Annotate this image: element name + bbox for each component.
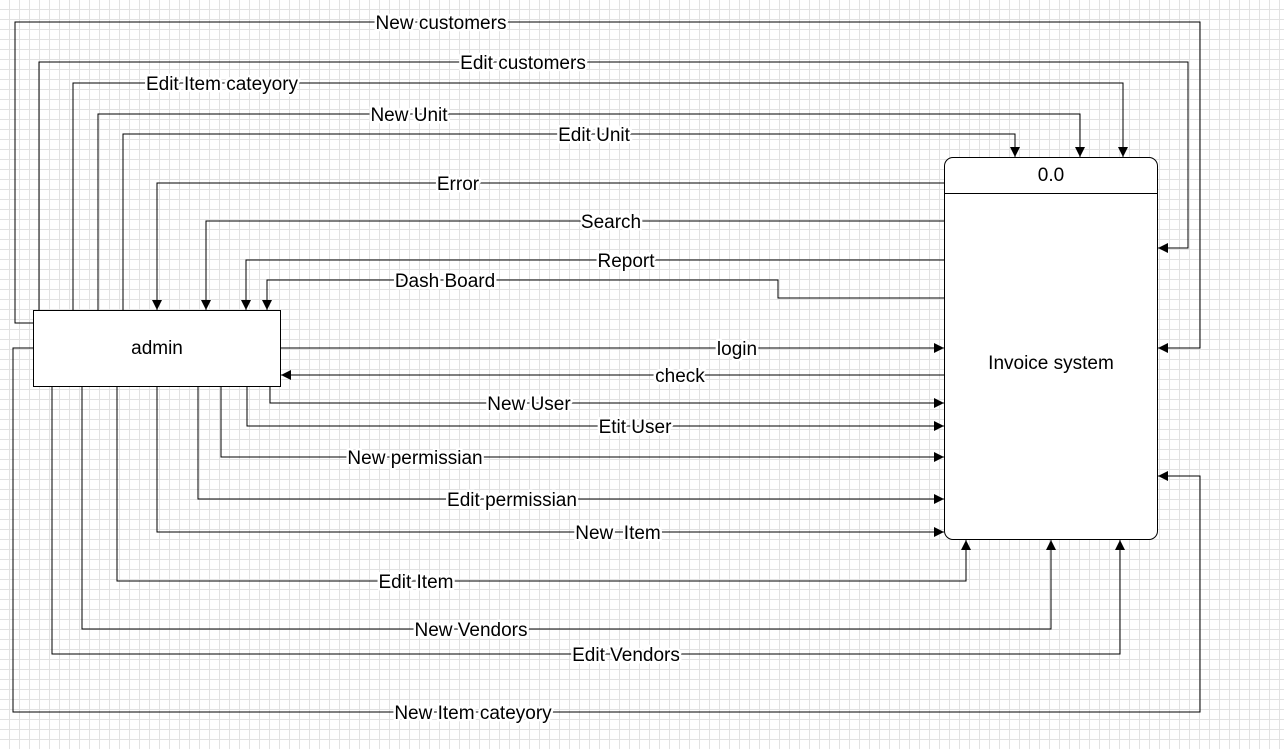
flow-search: Search [201, 210, 944, 310]
flow-edit-unit: Edit Unit [122, 123, 1020, 310]
flow-edit-permission: Edit permissian [197, 387, 944, 514]
flow-label-new-unit: New Unit [370, 105, 448, 126]
flow-label-edit-item: Edit Item [379, 572, 454, 593]
flow-edit-user: Etit User [246, 387, 944, 441]
flow-label-error: Error [437, 174, 480, 195]
flow-new-user: New User [269, 387, 944, 418]
flow-new-unit: New Unit [97, 103, 1085, 310]
flow-label-login: login [717, 339, 757, 360]
flow-label-new-vendors: New Vendors [414, 620, 527, 641]
flow-edit-customers: Edit customers [38, 51, 1189, 310]
flow-label-new-item-category: New Item cateyory [394, 703, 552, 724]
external-entity-admin: admin [33, 310, 281, 387]
process-id: 0.0 [945, 158, 1157, 194]
flow-new-vendors: New Vendors [81, 387, 1056, 644]
flow-error: Error [152, 172, 944, 310]
flow-label-edit-unit: Edit Unit [558, 125, 631, 146]
flow-dash-board: Dash Board [262, 269, 944, 310]
flow-edit-item: Edit Item [116, 387, 971, 596]
flow-check: check [281, 364, 944, 390]
external-entity-label: admin [131, 337, 183, 359]
flow-label-edit-user: Etit User [599, 417, 673, 438]
flow-label-edit-permission: Edit permissian [447, 490, 577, 511]
process-label: Invoice system [988, 353, 1114, 374]
flow-report: Report [241, 249, 944, 310]
flow-label-edit-customers: Edit customers [460, 53, 586, 74]
flow-new-customers: New customers [14, 11, 1201, 353]
process-invoice-system: 0.0 Invoice system [944, 157, 1158, 540]
flow-edit-vendors: Edit Vendors [51, 387, 1125, 669]
flow-label-new-item: New Item [575, 523, 661, 544]
flow-label-edit-vendors: Edit Vendors [572, 645, 680, 666]
flow-label-new-permission: New permissian [347, 448, 482, 469]
flow-label-search: Search [581, 212, 641, 233]
flow-login: login [281, 337, 944, 363]
flow-label-new-customers: New customers [376, 13, 507, 34]
flow-label-check: check [655, 366, 705, 387]
flow-label-new-user: New User [487, 394, 571, 415]
flow-new-permission: New permissian [220, 387, 944, 472]
flow-label-dash-board: Dash Board [395, 271, 495, 292]
flow-label-report: Report [597, 251, 655, 272]
flow-label-edit-item-category: Edit Item cateyory [146, 74, 299, 95]
flow-new-item: New Item [156, 387, 944, 547]
flow-new-item-category: New Item cateyory [12, 347, 1201, 727]
flow-edit-item-category: Edit Item cateyory [72, 72, 1128, 310]
